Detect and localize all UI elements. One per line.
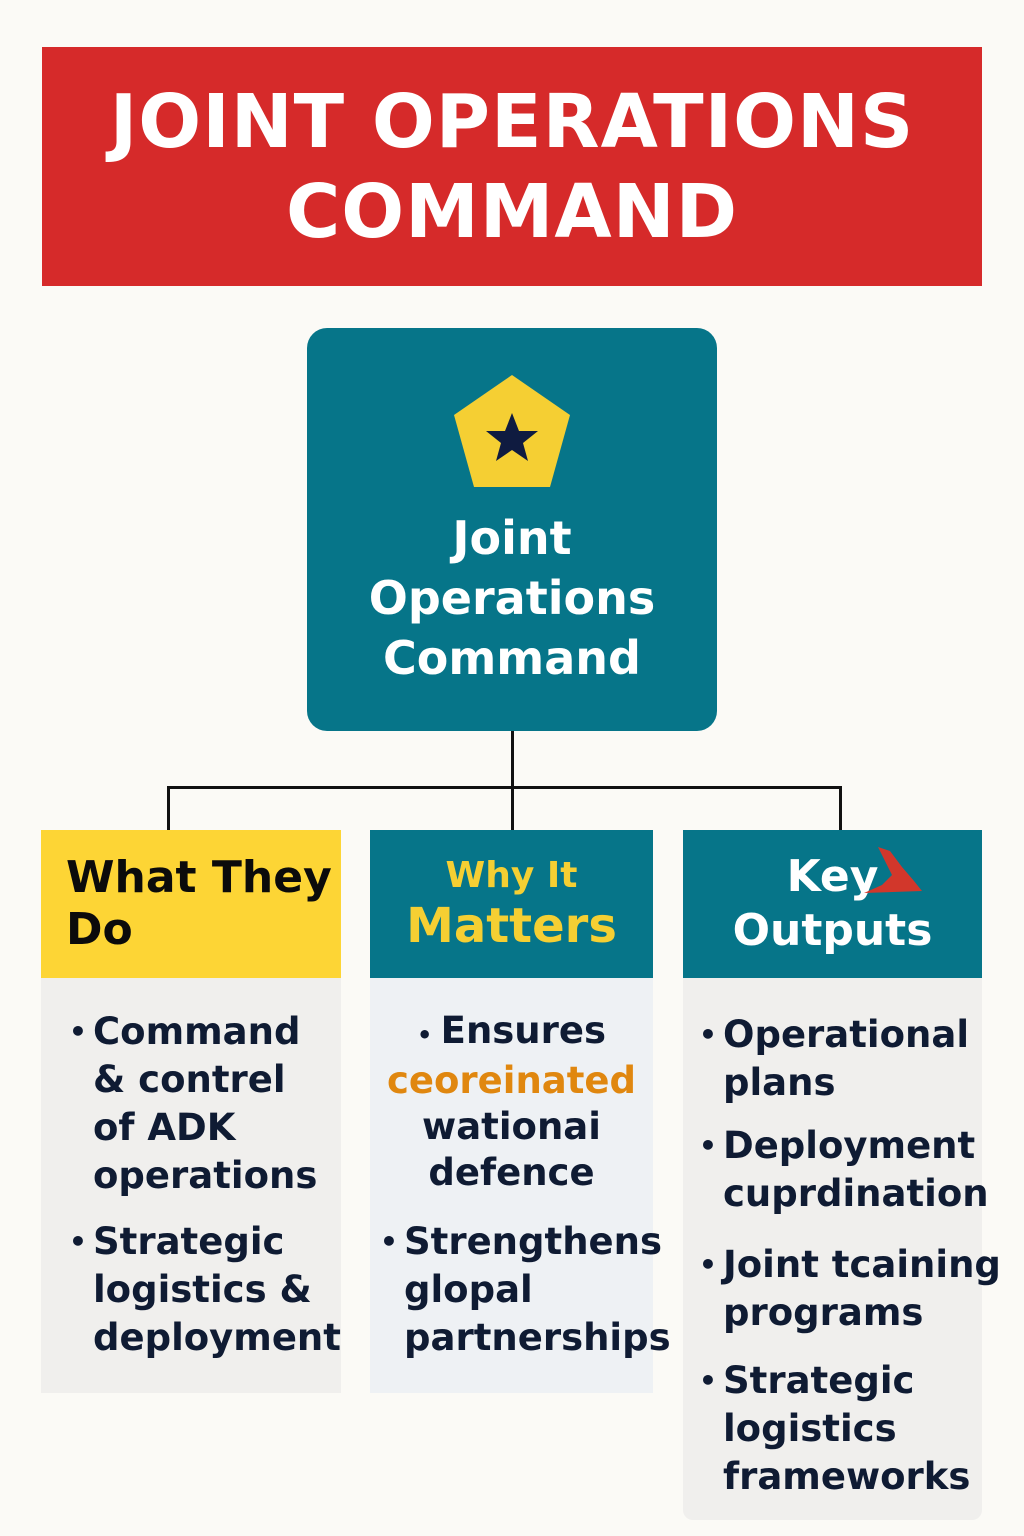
column-header-key-outputs: Key Outputs	[683, 830, 982, 978]
connector	[511, 731, 514, 788]
decorative-red-icon	[864, 847, 922, 893]
bullet-item: • Command & contrel of ADK operations	[69, 1008, 318, 1200]
bullet-line: programs	[723, 1291, 924, 1334]
bullet-line: deployment	[93, 1316, 341, 1359]
bullet-line-highlight: ceoreinated	[386, 1059, 637, 1102]
bullet-line: Operational	[723, 1013, 970, 1056]
bullet-item: • Joint tcaining programs	[699, 1241, 1001, 1337]
header-line: Key	[786, 851, 879, 902]
bullet-line: frameworks	[723, 1455, 971, 1498]
bullet-line: Strategic	[723, 1359, 915, 1402]
header-line: Do	[66, 904, 133, 955]
bullet-line: logistics &	[93, 1268, 312, 1311]
bullet-line: wationai	[422, 1105, 601, 1148]
title-banner: JOINT OPERATIONS COMMAND	[42, 47, 982, 286]
bullet-item: • Deployment cuprdination	[699, 1122, 989, 1218]
bullet-line: glopal	[404, 1268, 533, 1311]
header-line: Matters	[406, 898, 617, 954]
bullet-line: operations	[93, 1154, 318, 1197]
bullet-line: defence	[428, 1151, 595, 1194]
connector	[167, 786, 842, 789]
bullet-line: Deployment	[723, 1124, 976, 1167]
bullet-line: Strengthens	[404, 1220, 662, 1263]
bullet-item: • Strengthens glopal partnerships	[380, 1218, 671, 1362]
bullet-line: Joint tcaining	[723, 1243, 1001, 1286]
column-body	[683, 978, 982, 1520]
bullet-item: • Ensures ceoreinated wationai defence	[370, 1008, 653, 1196]
connector	[511, 786, 514, 830]
center-line: Command	[383, 631, 641, 685]
center-line: Joint	[452, 511, 572, 565]
bullet-line: partnerships	[404, 1316, 671, 1359]
header-line: Outputs	[732, 905, 933, 956]
bullet-line: cuprdination	[723, 1172, 989, 1215]
connector	[167, 786, 170, 830]
bullet-line: logistics	[723, 1407, 897, 1450]
title-line-2: COMMAND	[285, 168, 739, 255]
bullet-line: plans	[723, 1061, 836, 1104]
bullet-line: • Ensures	[416, 1009, 607, 1052]
title-line-1: JOINT OPERATIONS	[109, 78, 915, 165]
bullet-line: Command	[93, 1010, 301, 1053]
header-line: Why It	[445, 855, 578, 896]
center-node: Joint Operations Command	[307, 328, 717, 731]
center-line: Operations	[368, 571, 656, 625]
column-header-why-it-matters: Why It Matters	[370, 830, 653, 978]
column-body	[41, 978, 341, 1393]
bullet-line: of ADK	[93, 1106, 236, 1149]
bullet-line: & contrel	[93, 1058, 286, 1101]
bullet-line: Strategic	[93, 1220, 285, 1263]
header-line: What They	[66, 852, 332, 903]
connector	[839, 786, 842, 830]
bullet-item: • Strategic logistics & deployment	[69, 1218, 341, 1362]
column-body	[370, 978, 653, 1393]
column-header-what-they-do: What They Do	[41, 830, 341, 978]
bullet-item: • Operational plans	[699, 1011, 970, 1107]
star-icon	[454, 375, 570, 487]
bullet-item: • Strategic logistics frameworks	[699, 1357, 971, 1501]
